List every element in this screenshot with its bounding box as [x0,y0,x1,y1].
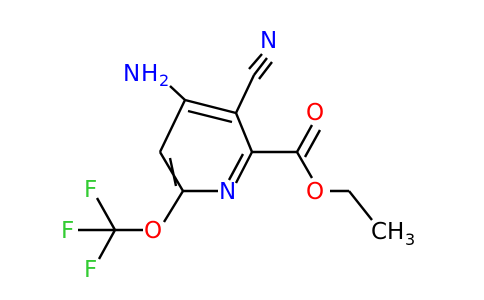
ester-o-label: O [306,179,324,205]
methyl-label: CH [371,219,404,245]
amino-n-label: N [123,61,140,87]
fluorine-top-label: F [84,177,97,203]
pyridine-ring [158,98,254,193]
bond-c5-c4 [158,99,187,153]
bond-triple-3 [258,61,273,80]
bond-triple-2 [253,57,268,76]
bond-c-f-bottom [97,229,117,260]
bond-co-2 [303,129,322,158]
ring-n-label: N [219,179,236,205]
bond-co-1 [295,124,314,153]
nitrile-n-label: N [260,28,277,54]
bond-c6-c5-inner [168,157,178,187]
bond-triple-1 [248,53,263,70]
bond-c6-c5 [158,151,185,192]
ether-o-label: O [144,218,162,244]
bond-c4-c3 [184,98,237,115]
bond-c2-n-inner [227,153,245,181]
fluorine-left-label: F [61,218,74,244]
atom-labels: N H 2 N N O O O F F F CH 3 [61,28,415,283]
carbonyl-o-label: O [306,100,324,126]
bond-c4-nh2 [169,85,186,101]
bond-c6-o-ether [162,190,185,223]
amino-subscript: 2 [159,71,169,90]
fluorine-bottom-label: F [84,257,97,283]
bond-c4-c3-inner [187,109,233,124]
bond-c-f-top [95,197,117,231]
bond-c2-n [234,151,254,184]
bond-c3-cn [234,74,256,114]
substituent-bonds [78,53,373,260]
amino-h-label: H [141,61,158,87]
bond-c-o-ester [295,151,314,179]
methyl-subscript: 3 [405,230,415,249]
bond-c3-c2 [234,112,254,153]
bond-ch2-ch3 [348,190,373,221]
